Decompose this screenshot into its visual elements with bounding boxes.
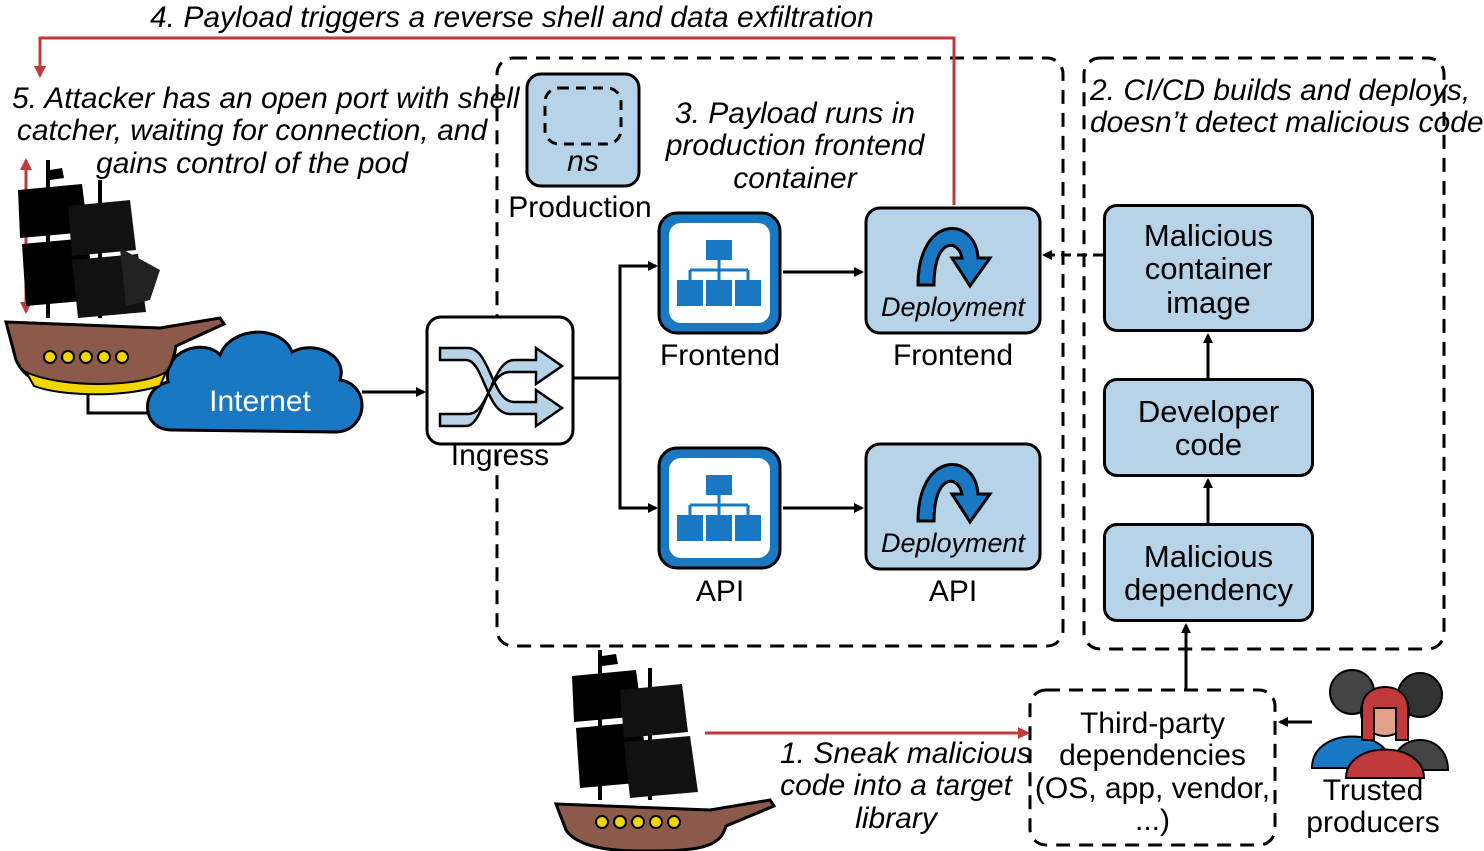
api-deployment-box <box>864 442 1042 571</box>
step1-line-2: code into a target <box>780 769 1012 803</box>
frontend-deployment-type-label: Deployment <box>880 292 1026 322</box>
cicd-boundary <box>1082 56 1446 651</box>
namespace-name-label: Production <box>508 191 652 224</box>
frontend-deployment-icon <box>916 227 993 289</box>
trusted-producers-label: Trusted producers <box>1306 774 1440 840</box>
third-party-boundary <box>1028 688 1277 847</box>
attacker-ship-bottom-icon <box>553 650 777 851</box>
api-service-icon <box>657 446 782 570</box>
namespace-badge-dashed-icon <box>543 86 623 146</box>
malicious-dependency-box: Malicious dependency <box>1103 523 1314 622</box>
ingress-to-frontend-arrow <box>618 261 658 378</box>
step4-label: 4. Payload triggers a reverse shell and … <box>150 1 874 34</box>
diagram-canvas: 4. Payload triggers a reverse shell and … <box>4 1 1484 851</box>
developer-code-box: Developer code <box>1103 378 1314 477</box>
step2-line-2: doesn’t detect malicious code <box>1090 106 1484 140</box>
malicious-image-label: Malicious container image <box>1143 218 1274 320</box>
step2-line-1: 2. CI/CD builds and deploys, <box>1090 74 1471 107</box>
step5-label: 5. Attacker has an open port with shell … <box>12 82 520 180</box>
step3-line-1: 3. Payload runs in <box>674 97 916 130</box>
frontend-service-icon <box>657 211 782 335</box>
step5-line-2: catcher, waiting for connection, and <box>16 114 488 148</box>
namespace-tag-label: ns <box>567 145 599 178</box>
step5-line-3: gains control of the pod <box>96 146 408 180</box>
ingress-to-api-arrow <box>618 378 658 513</box>
malicious-dependency-label: Malicious dependency <box>1124 539 1293 608</box>
api-service-label: API <box>695 575 745 608</box>
api-deployment-icon <box>916 463 993 525</box>
shuffle-icon <box>438 345 565 429</box>
developer-code-label: Developer code <box>1137 394 1280 463</box>
frontend-deployment-box <box>864 206 1042 335</box>
attacker-ship-icon <box>4 160 227 396</box>
ingress-label: Ingress <box>450 439 550 472</box>
api-deployment-label: API <box>928 575 978 608</box>
step1-label: 1. Sneak malicious code into a target li… <box>780 737 1032 835</box>
step4-reverse-shell-arrow <box>34 36 956 205</box>
step3-line-3: container <box>733 161 857 195</box>
production-namespace-boundary <box>495 56 1065 648</box>
trusted-producers-icon <box>1310 669 1450 779</box>
malicious-image-box: Malicious container image <box>1103 204 1314 332</box>
step3-line-2: production frontend <box>665 129 925 163</box>
namespace-badge <box>525 72 641 188</box>
frontend-service-label: Frontend <box>659 339 781 372</box>
third-party-label: Third-party dependencies (OS, app, vendo… <box>1034 707 1271 838</box>
step2-label: 2. CI/CD builds and deploys, doesn’t det… <box>1090 74 1484 140</box>
step5-line-1: 5. Attacker has an open port with shell <box>12 82 520 115</box>
step3-label: 3. Payload runs in production frontend c… <box>660 97 930 195</box>
step1-line-3: library <box>855 801 937 835</box>
api-deployment-type-label: Deployment <box>880 528 1026 558</box>
internet-label: Internet <box>209 385 311 418</box>
frontend-deployment-label: Frontend <box>892 339 1014 372</box>
step1-line-1: 1. Sneak malicious <box>780 737 1032 770</box>
diagram-svg <box>4 36 1450 851</box>
